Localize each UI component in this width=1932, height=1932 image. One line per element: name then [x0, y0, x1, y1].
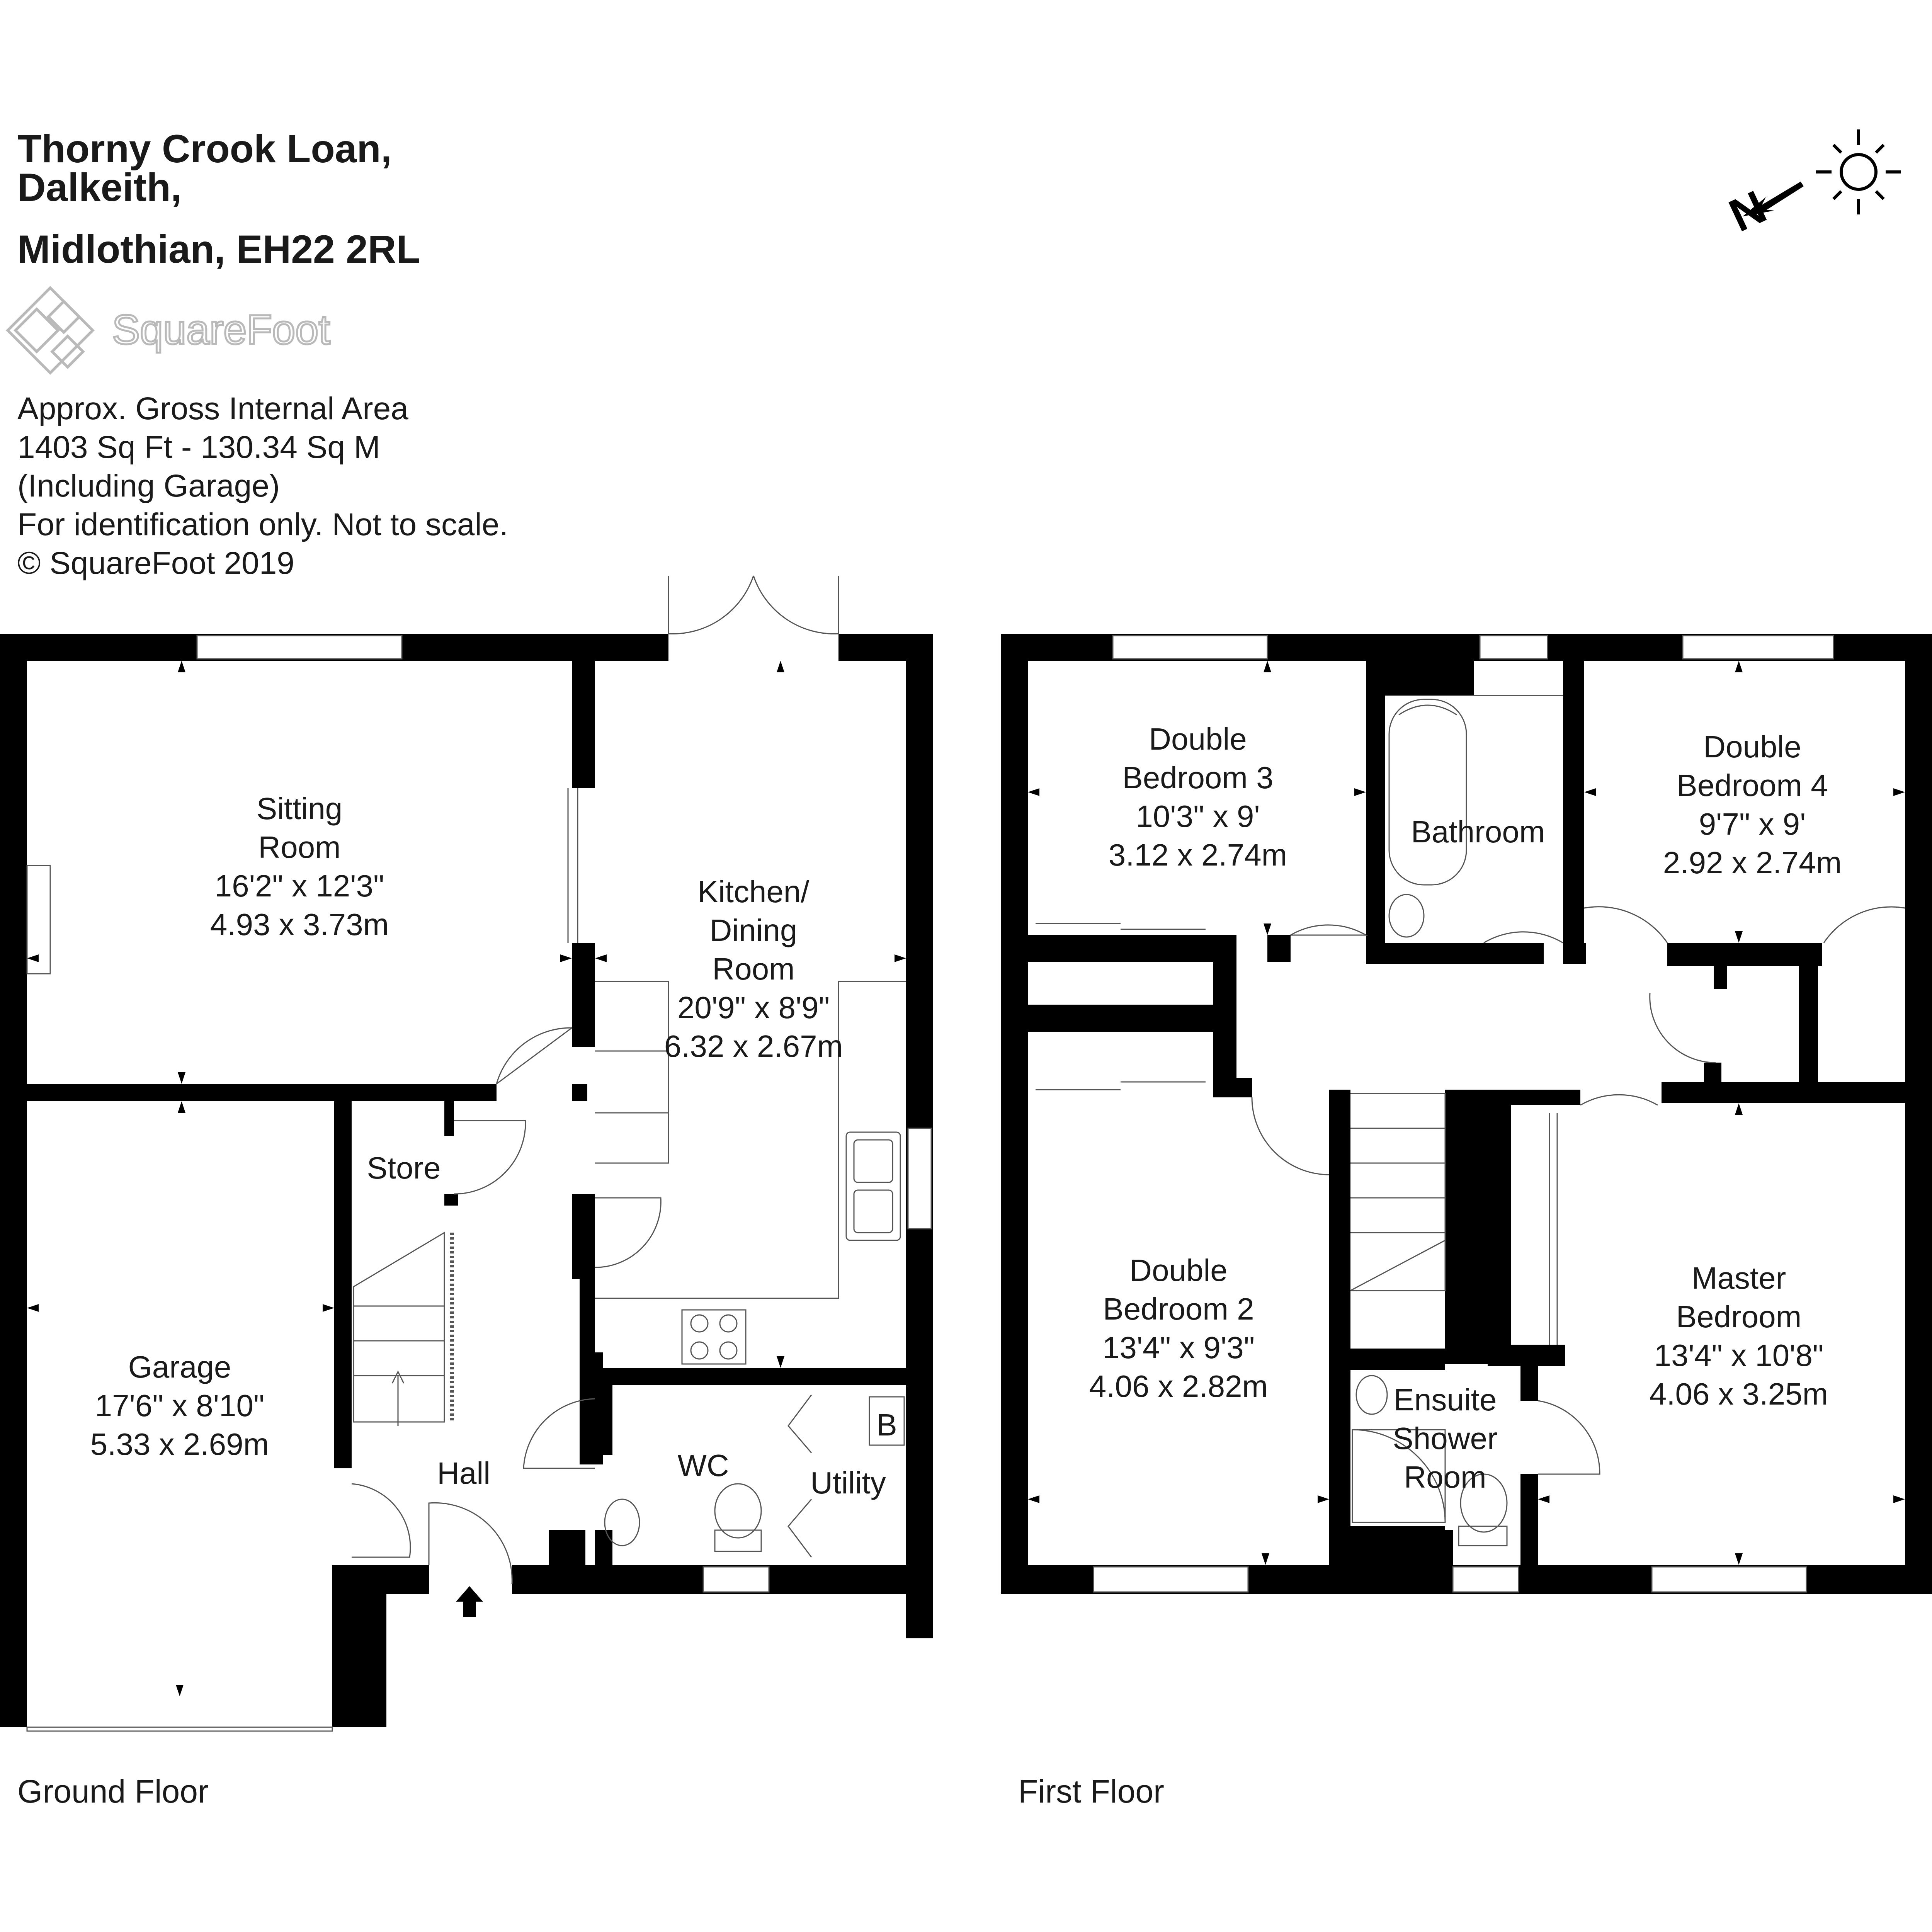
- first-floor-windows: [1093, 635, 1834, 1593]
- room-bed2: Double Bedroom 2 13'4" x 9'3" 4.06 x 2.8…: [1089, 1253, 1268, 1403]
- north-label: N: [1721, 180, 1774, 242]
- ground-floor-fixtures: [26, 865, 906, 1552]
- first-floor-doors: [1036, 906, 1905, 1475]
- room-sitting: Sitting Room 16'2" x 12'3" 4.93 x 3.73m: [210, 791, 389, 942]
- master-size-metric: 4.06 x 3.25m: [1650, 1377, 1828, 1411]
- address-line-1: Thorny Crook Loan,: [17, 127, 392, 171]
- sitting-name-1: Sitting: [257, 791, 342, 826]
- garage-size-metric: 5.33 x 2.69m: [90, 1427, 269, 1461]
- address-line-3: Midlothian, EH22 2RL: [17, 227, 420, 271]
- ensuite-name-3: Room: [1404, 1460, 1486, 1494]
- room-store: Store: [367, 1151, 440, 1185]
- ground-floor-dimension-markers: [27, 661, 906, 1696]
- room-kitchen: Kitchen/ Dining Room 20'9" x 8'9" 6.32 x…: [664, 874, 843, 1063]
- address-line-2: Dalkeith,: [17, 165, 182, 209]
- first-floor-dimension-markers: [1028, 661, 1905, 1565]
- ground-floor-plan: Sitting Room 16'2" x 12'3" 4.93 x 3.73m …: [0, 575, 933, 1810]
- sitting-size-imperial: 16'2" x 12'3": [215, 869, 384, 903]
- sun-icon: [1816, 129, 1901, 214]
- room-master: Master Bedroom 13'4" x 10'8" 4.06 x 3.25…: [1650, 1261, 1828, 1411]
- master-name-1: Master: [1692, 1261, 1786, 1295]
- info-line-5: © SquareFoot 2019: [17, 546, 294, 581]
- kitchen-name-3: Room: [712, 952, 794, 986]
- kitchen-size-imperial: 20'9" x 8'9": [677, 990, 830, 1025]
- room-ensuite: Ensuite Shower Room: [1393, 1383, 1497, 1494]
- compass: N: [1721, 129, 1901, 242]
- kitchen-name-2: Dining: [710, 913, 798, 947]
- north-arrow-icon: N: [1721, 180, 1804, 242]
- room-bed3: Double Bedroom 3 10'3" x 9' 3.12 x 2.74m: [1109, 722, 1287, 872]
- bed2-name-1: Double: [1129, 1253, 1228, 1287]
- ensuite-name-1: Ensuite: [1394, 1383, 1497, 1417]
- info-line-2: 1403 Sq Ft - 130.34 Sq M: [17, 430, 380, 465]
- first-floor-plan: Double Bedroom 3 10'3" x 9' 3.12 x 2.74m…: [1001, 634, 1932, 1810]
- garage-size-imperial: 17'6" x 8'10": [95, 1388, 265, 1423]
- room-wc: WC: [677, 1448, 729, 1483]
- bed2-size-imperial: 13'4" x 9'3": [1102, 1330, 1255, 1365]
- room-garage: Garage 17'6" x 8'10" 5.33 x 2.69m: [90, 1350, 269, 1461]
- info-line-3: (Including Garage): [17, 468, 280, 503]
- kitchen-size-metric: 6.32 x 2.67m: [664, 1029, 843, 1063]
- sitting-size-metric: 4.93 x 3.73m: [210, 907, 389, 942]
- room-utility: Utility: [810, 1466, 886, 1500]
- ground-floor-doors: [351, 788, 812, 1585]
- bed2-name-2: Bedroom 2: [1103, 1292, 1254, 1326]
- ensuite-name-2: Shower: [1393, 1421, 1497, 1456]
- french-doors: [668, 575, 839, 634]
- bed3-name-1: Double: [1149, 722, 1247, 756]
- room-hall: Hall: [437, 1456, 490, 1490]
- master-size-imperial: 13'4" x 10'8": [1654, 1338, 1824, 1372]
- first-floor-fixtures: [1350, 695, 1563, 1546]
- room-bathroom: Bathroom: [1411, 815, 1545, 849]
- bed2-size-metric: 4.06 x 2.82m: [1089, 1369, 1268, 1403]
- bed4-size-imperial: 9'7" x 9': [1699, 807, 1806, 841]
- bed4-name-2: Bedroom 4: [1677, 768, 1828, 803]
- info-line-1: Approx. Gross Internal Area: [17, 391, 408, 426]
- sitting-name-2: Room: [258, 830, 340, 864]
- first-floor-label: First Floor: [1018, 1773, 1164, 1810]
- info-line-4: For identification only. Not to scale.: [17, 507, 508, 542]
- master-name-2: Bedroom: [1676, 1299, 1802, 1334]
- room-bed4: Double Bedroom 4 9'7" x 9' 2.92 x 2.74m: [1663, 730, 1842, 880]
- bed3-size-metric: 3.12 x 2.74m: [1109, 838, 1287, 872]
- area-info: Approx. Gross Internal Area 1403 Sq Ft -…: [17, 391, 508, 581]
- squarefoot-logo-icon: [6, 286, 95, 375]
- kitchen-name-1: Kitchen/: [697, 874, 810, 909]
- garage-name: Garage: [128, 1350, 231, 1384]
- bed4-name-1: Double: [1703, 730, 1801, 764]
- ground-floor-walls: [0, 634, 933, 1727]
- ground-floor-windows: [26, 635, 932, 1732]
- logo-text: SquareFoot: [112, 306, 330, 353]
- address-block: Thorny Crook Loan, Dalkeith, Midlothian,…: [17, 127, 420, 271]
- bed4-size-metric: 2.92 x 2.74m: [1663, 845, 1842, 880]
- ground-floor-label: Ground Floor: [17, 1773, 209, 1810]
- boiler-label: B: [876, 1408, 897, 1442]
- bed3-name-2: Bedroom 3: [1122, 760, 1273, 795]
- squarefoot-logo: SquareFoot: [6, 286, 331, 375]
- bed3-size-imperial: 10'3" x 9': [1136, 799, 1260, 833]
